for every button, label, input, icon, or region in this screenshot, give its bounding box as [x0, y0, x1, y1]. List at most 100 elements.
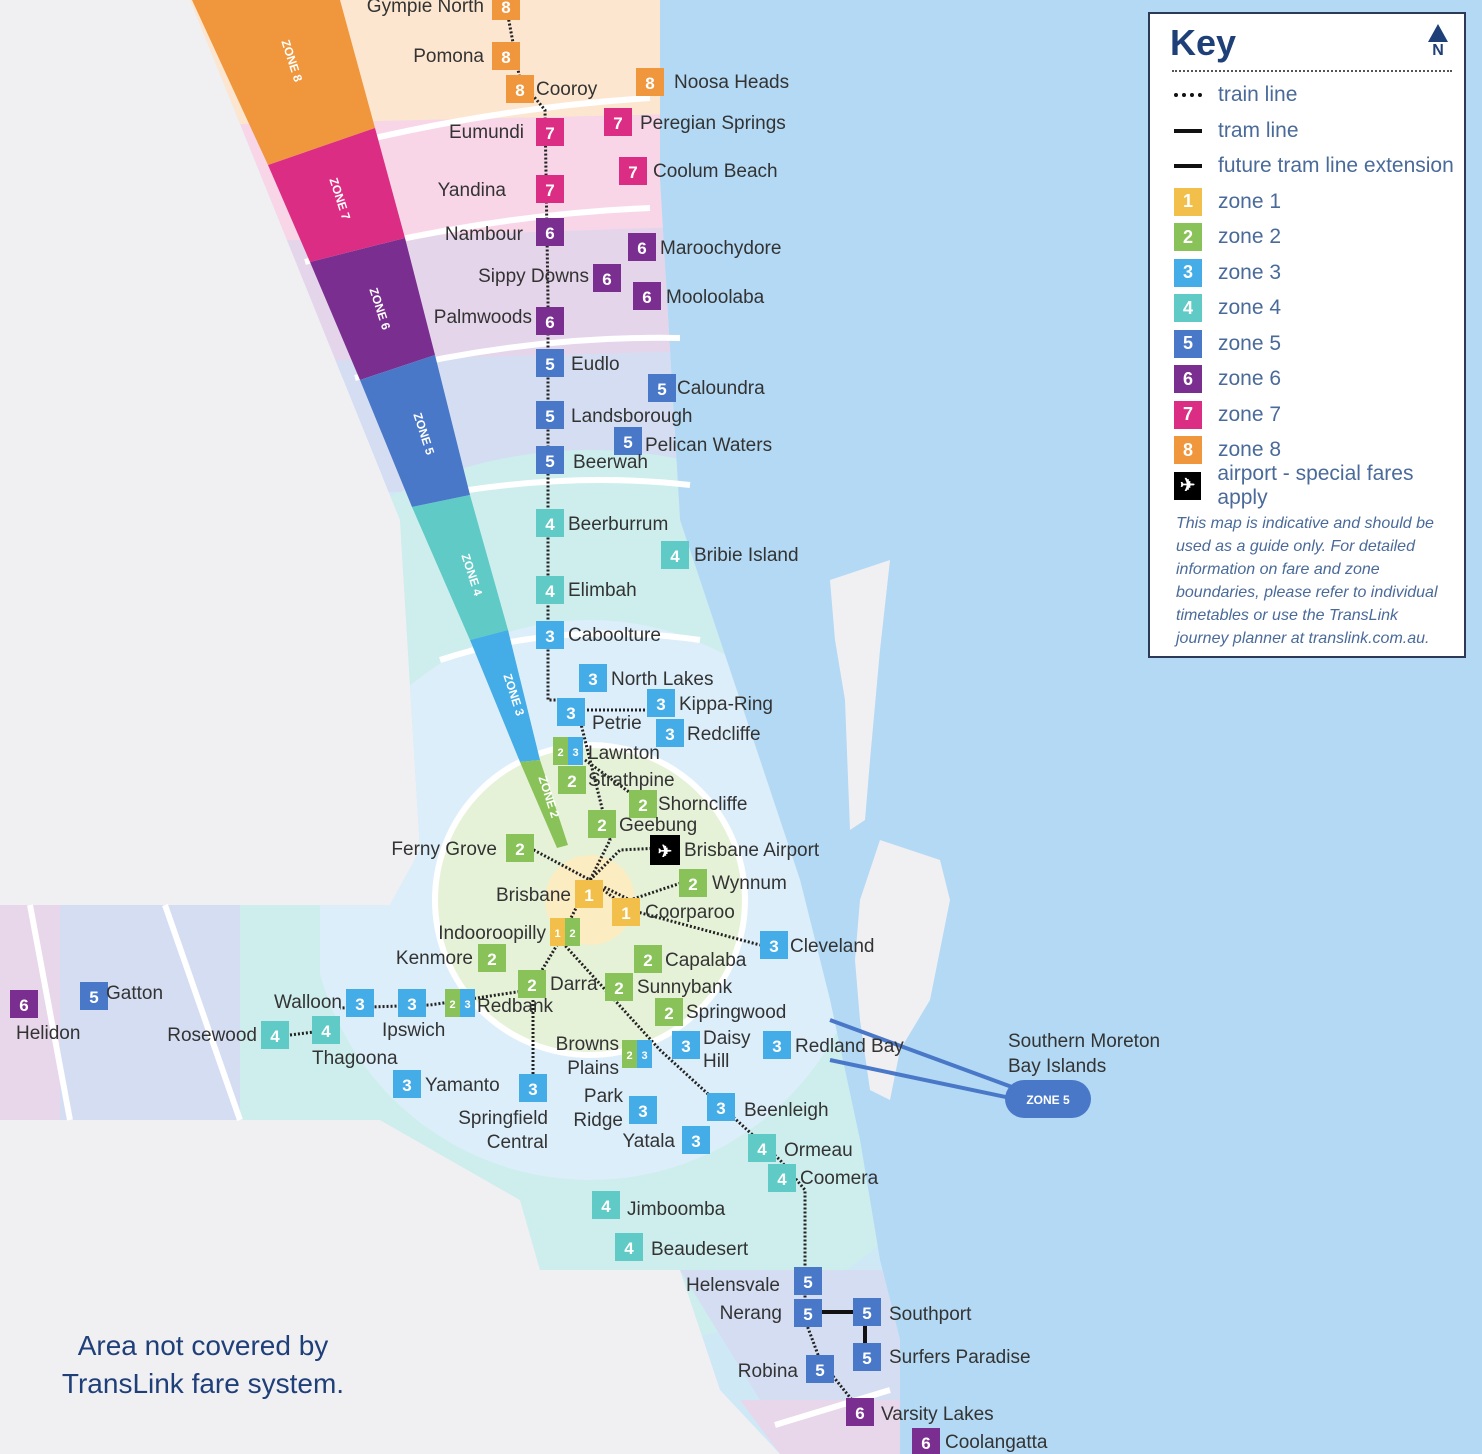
zone-badge: [637, 1040, 652, 1068]
key-item-label: zone 5: [1218, 331, 1282, 355]
station-label: Helensvale: [686, 1275, 780, 1296]
key-item-label: zone 4: [1218, 296, 1282, 319]
area-note-line-2: TransLink fare system.: [62, 1368, 344, 1399]
zone-badge-number: 6: [545, 313, 554, 332]
station-label: Kenmore: [396, 948, 473, 969]
station-label: Landsborough: [571, 406, 693, 427]
station-brisbane-airport[interactable]: ✈Brisbane Airport: [650, 835, 820, 865]
station-label: Surfers Paradise: [889, 1347, 1031, 1368]
zone-badge: [518, 970, 546, 998]
zone-badge: [636, 68, 664, 96]
zone-badge: [536, 401, 564, 429]
station-label: Cooroy: [536, 79, 598, 100]
zone-badge-number: 8: [501, 48, 510, 67]
zone-badge: [846, 1398, 874, 1426]
zone-badge: [628, 233, 656, 261]
key-item-future-tram-line-extension: future tram line extension: [1174, 151, 1454, 181]
tram-line-icon: [1174, 164, 1202, 168]
station-label: Shorncliffe: [658, 794, 747, 815]
zone-badge-number: 4: [624, 1239, 634, 1258]
zone-badge: [492, 42, 520, 70]
station-label: Mooloolaba: [666, 287, 765, 308]
station-label: Redbank: [477, 996, 554, 1017]
station-label: Robina: [738, 1361, 799, 1382]
zone-badge-number: 6: [19, 996, 28, 1015]
zone-badge: [398, 989, 426, 1017]
tram-line-icon: [1174, 128, 1202, 133]
zone-badge: [492, 0, 520, 20]
north-arrow-icon: N: [1426, 24, 1450, 60]
zone-badge-number: 5: [545, 452, 554, 471]
zone-badge: [519, 1074, 547, 1102]
